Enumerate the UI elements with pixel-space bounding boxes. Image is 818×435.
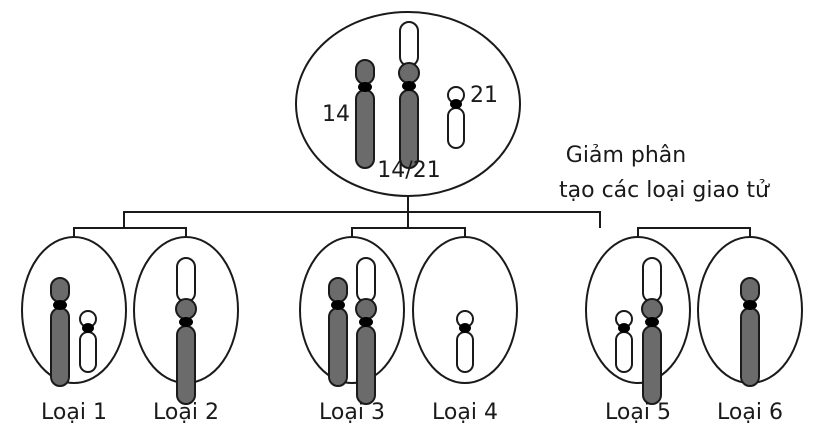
bracket-pair-3 <box>637 227 751 237</box>
connector-lines <box>73 196 751 237</box>
gamete-label: Loại 5 <box>605 400 671 425</box>
chromosome-chr14 <box>740 277 760 387</box>
main-bracket <box>123 211 601 228</box>
process-label-line1: Giảm phân <box>566 143 686 168</box>
bracket-pair-2 <box>351 227 466 237</box>
label-14: 14 <box>322 102 350 127</box>
gamete-cell-3: Loại 3 <box>299 236 405 425</box>
chromosome-fused <box>641 257 663 405</box>
chromosome-chr14 <box>50 277 70 387</box>
gamete-cell-4: Loại 4 <box>412 236 518 425</box>
chromosome-21 <box>447 86 465 149</box>
cell-outline <box>585 236 691 384</box>
gamete-cells: Loại 1 Loại 2 Loại 3 Loại 4 Loại 5 Loại 6 <box>21 236 803 425</box>
cell-outline <box>299 236 405 384</box>
bracket-pair-1 <box>73 227 187 237</box>
gamete-cell-2: Loại 2 <box>133 236 239 425</box>
gamete-label: Loại 3 <box>319 400 385 425</box>
gamete-label: Loại 1 <box>41 400 107 425</box>
chromosome-chr21 <box>79 310 97 373</box>
gamete-cell-1: Loại 1 <box>21 236 127 425</box>
parent-cell: 14 14/21 21 <box>295 11 521 197</box>
gamete-label: Loại 2 <box>153 400 219 425</box>
chromosome-fused <box>355 257 377 405</box>
chromosome-chr21 <box>456 310 474 373</box>
label-21: 21 <box>470 83 498 108</box>
process-label-line2: tạo các loại giao tử <box>559 178 770 203</box>
chromosome-14-21 <box>398 21 420 169</box>
chromosome-14 <box>355 59 375 169</box>
gamete-cell-6: Loại 6 <box>697 236 803 425</box>
gamete-label: Loại 4 <box>432 400 498 425</box>
label-14-21: 14/21 <box>377 158 440 183</box>
gamete-label: Loại 6 <box>717 400 783 425</box>
chromosome-chr14 <box>328 277 348 387</box>
gamete-cell-5: Loại 5 <box>585 236 691 425</box>
cell-outline <box>21 236 127 384</box>
chromosome-fused <box>175 257 197 405</box>
chromosome-chr21 <box>615 310 633 373</box>
